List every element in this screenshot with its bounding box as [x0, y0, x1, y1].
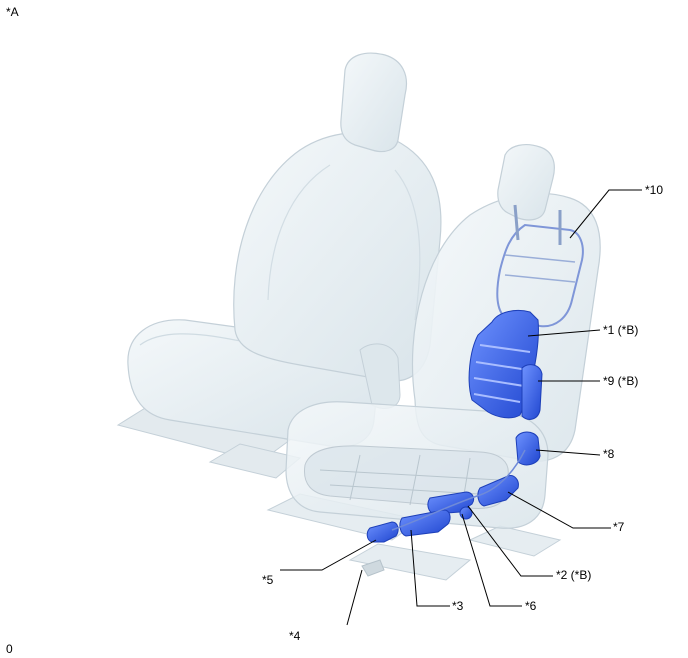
callout-2: *2 (*B) [556, 568, 592, 582]
callout-9: *9 (*B) [603, 374, 639, 388]
callout-4: *4 [289, 629, 301, 643]
leader-lines [280, 189, 642, 626]
footer-code: 0 [6, 642, 13, 656]
callout-6: *6 [525, 599, 537, 613]
callout-10: *10 [645, 183, 664, 197]
view-label: *A [6, 5, 19, 19]
callout-3: *3 [452, 599, 464, 613]
callout-8: *8 [603, 447, 615, 461]
callout-1: *1 (*B) [603, 323, 639, 337]
highlighted-components [361, 309, 543, 577]
callout-5: *5 [262, 573, 274, 587]
callout-7: *7 [613, 520, 625, 534]
